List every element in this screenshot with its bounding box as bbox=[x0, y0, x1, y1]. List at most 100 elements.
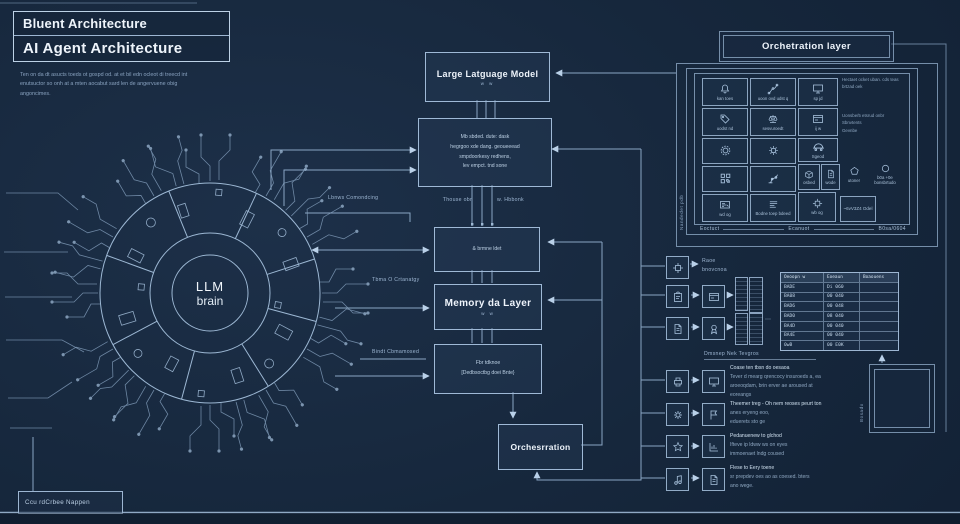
robot-arm-icon bbox=[767, 172, 780, 185]
box-icon bbox=[804, 169, 814, 179]
connector-label-middle: Tbma O Crtanatgy bbox=[372, 277, 420, 283]
pipeline-row-label: Raoe bnovcnoa bbox=[702, 258, 727, 273]
panel-cell bbox=[750, 138, 796, 164]
panel-mini-cell: b0a +0e bonsbrtudo bbox=[866, 160, 904, 188]
circle-icon bbox=[880, 163, 891, 174]
music-note-icon bbox=[672, 474, 684, 486]
panel-side-label: Nandedet pdb bbox=[679, 194, 684, 230]
output-box-inner bbox=[874, 369, 930, 428]
panel-mini-cell: wode bbox=[821, 164, 840, 190]
panel-cell bbox=[702, 138, 748, 164]
legend-icon-box bbox=[702, 403, 725, 426]
connector-label-bottom: Bindt Cbmamosed bbox=[372, 349, 420, 355]
brain-diagram bbox=[48, 132, 372, 454]
memory-layer-box: Memory da Layer w w bbox=[434, 284, 542, 330]
schematic-icon bbox=[719, 199, 731, 211]
seal-icon bbox=[719, 144, 732, 157]
llm-box: Large Latguage Model w w bbox=[425, 52, 550, 102]
llm-box-sub: w w bbox=[480, 80, 495, 86]
page-title: AI Agent Architecture bbox=[23, 40, 183, 57]
table-row: BA08 00 040 bbox=[781, 291, 898, 302]
panel-cell: sesvuroedt bbox=[750, 108, 796, 136]
panel-cell bbox=[750, 166, 796, 192]
card-icon bbox=[812, 113, 824, 125]
connector-label-left: Thouse obr bbox=[442, 197, 472, 203]
ellipsis: ⋯ bbox=[765, 317, 771, 323]
vehicle-icon bbox=[812, 140, 825, 153]
legend-icon-box bbox=[702, 435, 725, 458]
panel-bottom-cell: wb og bbox=[798, 192, 836, 222]
memory-box-title: Memory da Layer bbox=[444, 298, 532, 309]
title-description: Ten on da dt asucts toeds ot gospd od. a… bbox=[20, 72, 188, 97]
panel-mid-frame bbox=[686, 68, 918, 235]
legend-icon-box bbox=[666, 403, 689, 426]
legend-text: Theemer treg - Oh nem reoses peurt ton a… bbox=[730, 401, 822, 425]
llm-brain-label: LLM brain bbox=[195, 278, 225, 308]
flow-connectors bbox=[270, 69, 886, 482]
legend-text: Flese to Eery toene sr prepdev oes ao as… bbox=[730, 465, 810, 489]
context-box: & brmne ldet bbox=[434, 227, 540, 272]
pipeline-icon-box bbox=[666, 256, 689, 279]
panel-mini-cell: osbed bbox=[798, 164, 820, 190]
card-icon bbox=[708, 291, 720, 303]
panel-cell: kan toes bbox=[702, 78, 748, 106]
table-header-row: Oeoopn w Eoeaun Boaouens bbox=[781, 273, 898, 282]
bell-icon bbox=[719, 83, 731, 95]
panel-cell: Bodne toep bdeed bbox=[750, 194, 796, 222]
panel-cell: ij w bbox=[798, 108, 838, 136]
chip-icon bbox=[672, 262, 684, 274]
legend-icon-box bbox=[666, 370, 689, 393]
stack-block bbox=[735, 277, 748, 311]
chart-icon bbox=[708, 441, 720, 453]
monitor-icon bbox=[812, 83, 824, 95]
pipeline-icon-box bbox=[702, 317, 725, 340]
diagram-subtitle: Bluent Architecture bbox=[14, 12, 229, 36]
flag-icon bbox=[708, 409, 720, 421]
panel-inner-frame bbox=[694, 73, 910, 225]
table-row: BA4E 00 040 bbox=[781, 330, 898, 341]
page-frame-lines bbox=[0, 2, 960, 514]
pipeline-icon-box bbox=[666, 285, 689, 308]
route-icon bbox=[767, 83, 779, 95]
pipeline-caption: Dmsnep Nek Tevgros bbox=[704, 351, 816, 360]
scale-icon bbox=[767, 113, 779, 125]
legend-text: Coase ten tbsn do oesaoa Tever d mearg q… bbox=[730, 365, 821, 398]
gear-icon bbox=[767, 144, 780, 157]
panel-note: Hectaet ocket uban. cds teas brtzad oek bbox=[842, 77, 899, 90]
panel-cell: wd og bbox=[702, 194, 748, 222]
clipboard-icon bbox=[672, 291, 684, 303]
panel-cell bbox=[702, 166, 748, 192]
brain-circuit-shapes bbox=[118, 188, 300, 398]
tag-icon bbox=[719, 113, 731, 125]
memory-box-sub: w w bbox=[481, 311, 495, 316]
table-row: 0wB 00 E0K bbox=[781, 340, 898, 350]
stack-block bbox=[749, 313, 763, 345]
document-icon bbox=[672, 323, 684, 335]
table-row: BA4D 00 040 bbox=[781, 320, 898, 331]
panel-mini-cell: utoner bbox=[844, 162, 864, 188]
panel-cell: Sgeod bbox=[798, 138, 838, 162]
process-box: Mb sbded. dute: dask hegrgoo xde dang. g… bbox=[418, 118, 552, 187]
document-icon bbox=[826, 169, 836, 179]
panel-cell: uodst nd bbox=[702, 108, 748, 136]
pipeline-icon-box bbox=[702, 285, 725, 308]
panel-title: Orchetration layer bbox=[761, 41, 852, 52]
status-table: Oeoopn w Eoeaun Boaouens BADE Di 060 BA0… bbox=[780, 272, 899, 351]
legend-icon-box bbox=[702, 370, 725, 393]
printer-icon bbox=[672, 376, 684, 388]
output-box-outer bbox=[869, 364, 935, 433]
panel-bottom-cell: ~6vV3Z4 Odel bbox=[840, 196, 876, 222]
llm-box-title: Large Latguage Model bbox=[436, 68, 539, 79]
chip-icon bbox=[812, 198, 823, 209]
left-circuit-lines bbox=[4, 192, 85, 429]
table-row: BAD0 08 040 bbox=[781, 311, 898, 321]
output-box-label: Bosado bbox=[859, 403, 864, 422]
star-icon bbox=[672, 441, 684, 453]
legend-icon-box bbox=[702, 468, 725, 491]
bottom-strip bbox=[0, 513, 960, 524]
footer-title-box: Ccu rdCrbee Nappen bbox=[18, 491, 123, 514]
pentagon-icon bbox=[849, 166, 860, 177]
detail-box: Fbr tdknoe [Dedbsoctbg doei Bnte} bbox=[434, 344, 542, 394]
legend-text: Pedanuenew to glchod Ifteve ip ldww ws o… bbox=[730, 433, 788, 457]
